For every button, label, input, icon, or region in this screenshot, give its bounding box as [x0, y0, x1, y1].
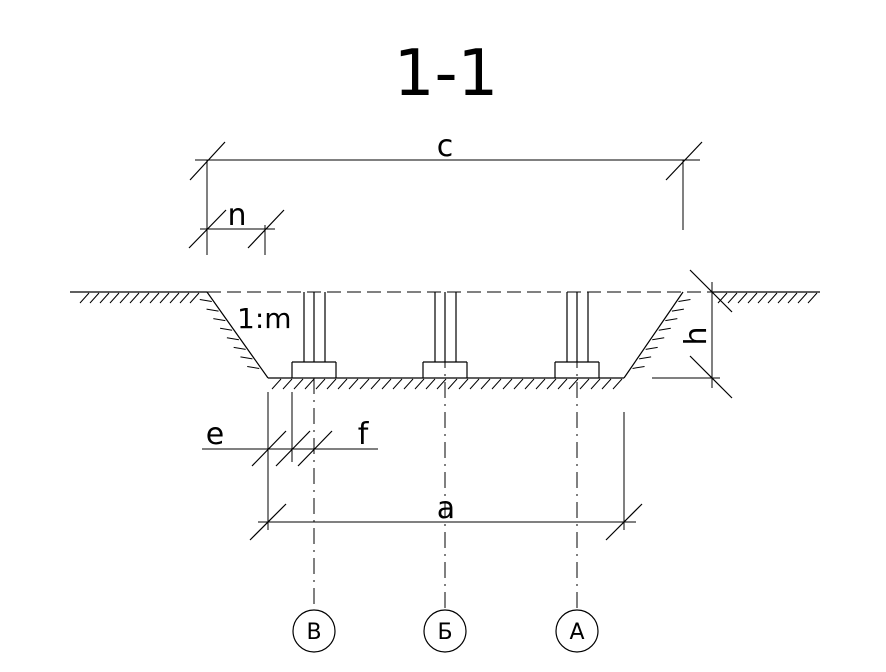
column-b-left — [291, 292, 337, 378]
hatch-line — [447, 378, 458, 390]
hatch-line — [737, 292, 748, 304]
hatch-line — [645, 346, 658, 350]
hatch-line — [189, 292, 200, 304]
hatch-line — [348, 378, 359, 390]
hatch-line — [757, 292, 768, 304]
hatch-line — [99, 292, 110, 304]
axis-bubble-b: Б — [423, 609, 467, 653]
hatch-line — [79, 292, 90, 304]
hatch-line — [535, 378, 546, 390]
hatch-line — [671, 308, 684, 312]
dimension-c: c — [189, 129, 703, 255]
hatch-line — [546, 378, 557, 390]
hatch-line — [579, 378, 590, 390]
axis-label-v: В — [306, 620, 321, 645]
section-title: 1-1 — [394, 37, 499, 111]
hatch-line — [233, 346, 246, 350]
hatch-line — [524, 378, 535, 390]
hatch-line — [271, 378, 282, 390]
hatch-line — [199, 299, 212, 303]
hatch-line — [658, 327, 671, 331]
hatch-line — [337, 378, 348, 390]
hatch-line — [652, 337, 665, 341]
dimension-f-label: f — [358, 417, 370, 452]
hatch-line — [315, 378, 326, 390]
hatch-line — [502, 378, 513, 390]
hatch-line — [777, 292, 788, 304]
axis-label-a: А — [569, 620, 584, 645]
hatch-line — [282, 378, 293, 390]
hatch-line — [491, 378, 502, 390]
dimension-e-label: e — [206, 417, 224, 452]
hatch-line — [601, 378, 612, 390]
dimension-n: n — [188, 198, 285, 255]
hatch-line — [436, 378, 447, 390]
hatch-line — [129, 292, 140, 304]
dimension-h: h — [652, 269, 733, 399]
hatch-line — [89, 292, 100, 304]
hatch-line — [179, 292, 190, 304]
hatch-line — [807, 292, 818, 304]
hatch-line — [458, 378, 469, 390]
hatch-line — [226, 337, 239, 341]
dimension-n-label: n — [227, 198, 246, 233]
slope-ratio-label: 1:m — [237, 302, 292, 335]
hatch-line — [414, 378, 425, 390]
axis-bubble-v: В — [292, 609, 336, 653]
hatch-line — [632, 365, 645, 369]
hatch-line — [787, 292, 798, 304]
hatch-line — [139, 292, 150, 304]
axis-bubble-a: А — [555, 609, 599, 653]
axis-lines — [313, 292, 578, 610]
hatch-line — [767, 292, 778, 304]
dimension-c-label: c — [437, 129, 454, 164]
hatch-line — [727, 292, 738, 304]
hatch-line — [392, 378, 403, 390]
hatch-line — [213, 318, 226, 322]
hatch-line — [304, 378, 315, 390]
hatch-line — [469, 378, 480, 390]
hatch-line — [403, 378, 414, 390]
dimension-a-label: a — [437, 491, 455, 526]
hatch-line — [665, 318, 678, 322]
hatch-line — [480, 378, 491, 390]
hatch-line — [240, 356, 253, 360]
hatch-line — [109, 292, 120, 304]
hatch-line — [590, 378, 601, 390]
hatch-line — [797, 292, 808, 304]
hatch-line — [381, 378, 392, 390]
hatch-line — [247, 365, 260, 369]
hatch-line — [370, 378, 381, 390]
hatch-line — [159, 292, 170, 304]
hatch-line — [149, 292, 160, 304]
dimension-h-label: h — [679, 326, 714, 345]
hatch-line — [206, 308, 219, 312]
axis-label-b: Б — [437, 620, 452, 645]
hatch-line — [326, 378, 337, 390]
hatch-line — [220, 327, 233, 331]
dimension-a: a — [249, 412, 643, 541]
excavation-profile — [199, 291, 691, 390]
hatch-line — [425, 378, 436, 390]
hatch-line — [639, 356, 652, 360]
hatch-line — [568, 378, 579, 390]
hatch-line — [717, 292, 728, 304]
hatch-line — [612, 378, 623, 390]
hatch-line — [169, 292, 180, 304]
dimension-e-f: e f — [202, 392, 378, 530]
hatch-line — [293, 378, 304, 390]
hatch-line — [513, 378, 524, 390]
hatch-line — [359, 378, 370, 390]
ground-surface — [70, 291, 820, 304]
hatch-line — [119, 292, 130, 304]
hatch-line — [747, 292, 758, 304]
hatch-line — [557, 378, 568, 390]
hatch-line — [678, 299, 691, 303]
